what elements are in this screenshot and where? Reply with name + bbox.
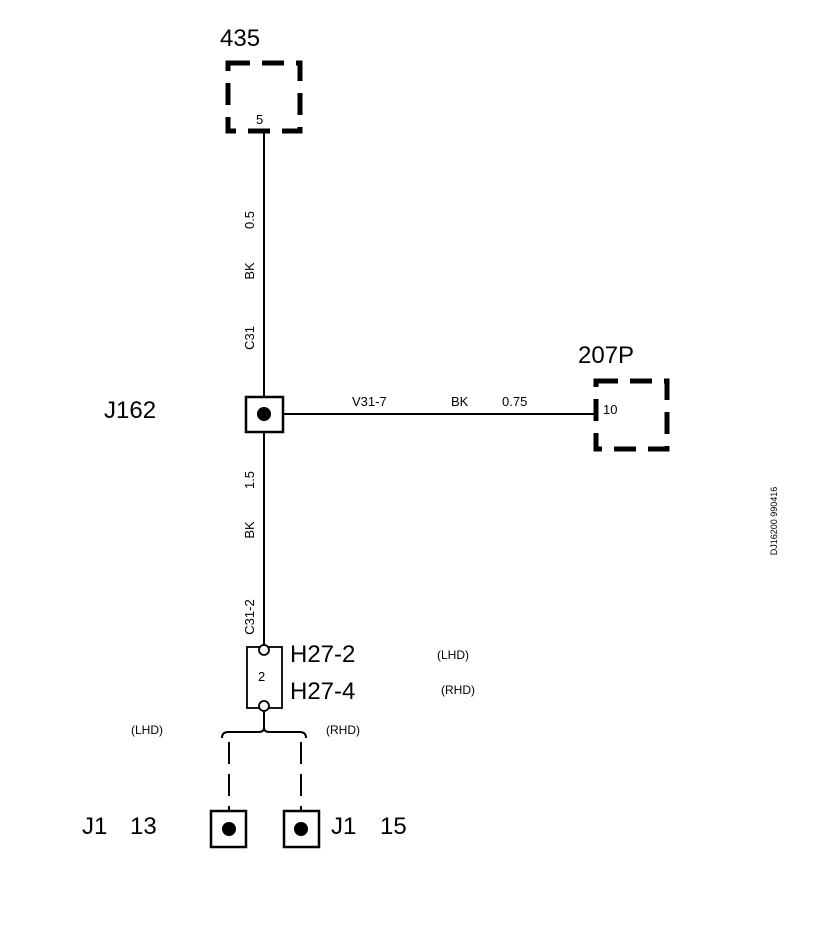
wire-right-circuit: V31-7 — [352, 394, 387, 409]
component-207p[interactable]: 207P 10 — [578, 342, 670, 452]
terminal-j1-15[interactable]: J1 15 — [282, 809, 407, 849]
wire-top-color: BK — [242, 262, 257, 280]
terminal-j1-13-label: J1 — [82, 813, 107, 840]
terminal-j1-15-pin: 15 — [380, 813, 407, 840]
splice-j162[interactable]: J162 — [104, 395, 285, 434]
wire-right-labels: V31-7 BK 0.75 — [352, 394, 527, 409]
branch-bracket: (LHD) (RHD) — [131, 711, 360, 739]
connector-h27-label-rhd: H27-4 — [290, 678, 355, 705]
connector-h27-label-lhd: H27-2 — [290, 641, 355, 668]
terminal-j1-13[interactable]: J1 13 — [82, 809, 248, 849]
wire-bottom-circuit: C31-2 — [242, 599, 257, 634]
component-207p-label: 207P — [578, 342, 634, 369]
connector-h27-pin-top — [258, 644, 270, 656]
branch-brace — [221, 727, 307, 739]
branch-note-lhd: (LHD) — [131, 723, 163, 737]
wire-top-size: 0.5 — [242, 211, 257, 229]
component-435-pin: 5 — [256, 112, 263, 127]
connector-h27-box — [246, 646, 283, 709]
drawing-code: DJ16200 990416 — [769, 487, 779, 556]
terminal-j1-15-label: J1 — [331, 813, 356, 840]
wire-bottom-color: BK — [242, 521, 257, 539]
terminal-j1-15-dot — [294, 822, 308, 836]
terminal-j1-13-pin: 13 — [130, 813, 157, 840]
wire-bottom-size: 1.5 — [242, 471, 257, 489]
splice-j162-dot — [257, 407, 271, 421]
connector-h27-pin-bottom — [258, 700, 270, 712]
component-207p-box — [593, 378, 670, 452]
connector-h27-pin: 2 — [258, 669, 265, 684]
wire-top-circuit: C31 — [242, 326, 257, 350]
component-435[interactable]: 435 5 — [220, 25, 303, 134]
terminal-j1-13-dot — [222, 822, 236, 836]
splice-j162-label: J162 — [104, 397, 156, 424]
branch-note-rhd: (RHD) — [326, 723, 360, 737]
component-207p-pin: 10 — [603, 402, 617, 417]
connector-h27[interactable]: 2 H27-2 H27-4 (LHD) (RHD) — [246, 641, 475, 712]
wire-right-color: BK — [451, 394, 469, 409]
wire-bottom-labels: 1.5 BK C31-2 — [242, 471, 257, 635]
connector-h27-note-lhd: (LHD) — [437, 648, 469, 662]
wire-right-size: 0.75 — [502, 394, 527, 409]
wire-top-labels: 0.5 BK C31 — [242, 211, 257, 350]
connector-h27-note-rhd: (RHD) — [441, 683, 475, 697]
component-435-label: 435 — [220, 25, 260, 52]
component-435-box — [225, 60, 303, 134]
